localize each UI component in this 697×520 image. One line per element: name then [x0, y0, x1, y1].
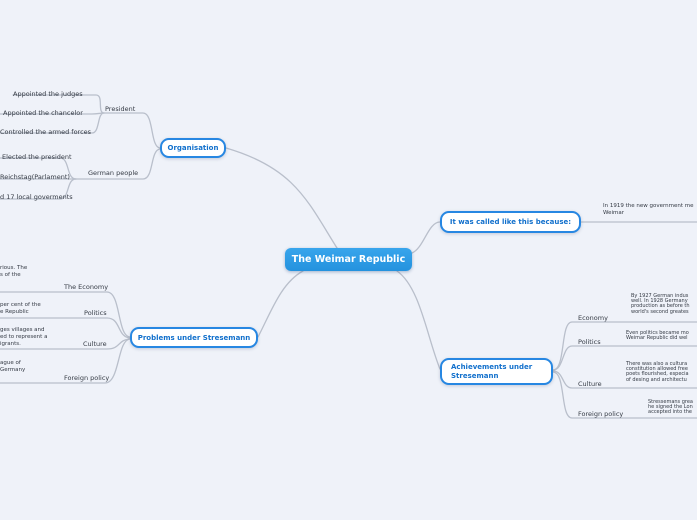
- leaf-line: ague of: [0, 360, 21, 366]
- leaf-line: Even politics became mo: [626, 330, 689, 336]
- leaf-line: ed to represent a: [0, 334, 48, 340]
- leaf-line: poets flourished, especia: [626, 371, 689, 378]
- node-label-line: Achievements under: [451, 362, 533, 371]
- leaf-appointed-judges[interactable]: Appointed the judges: [13, 90, 83, 98]
- leaf-line: of desing and architectu: [626, 376, 687, 383]
- leaf-achievements-economy[interactable]: By 1927 German indus well. In 1928 Germa…: [631, 293, 690, 315]
- organisation-node[interactable]: Organisation: [160, 138, 226, 158]
- leaf-controlled-armed-forces[interactable]: Controlled the armed forces: [0, 128, 92, 136]
- subtopic-achievements-foreign-policy[interactable]: Foreign policy: [578, 410, 624, 418]
- subtopic-problems-foreign-policy[interactable]: Foreign policy: [64, 374, 110, 382]
- subtopic-german-people[interactable]: German people: [88, 169, 139, 177]
- subtopic-problems-economy[interactable]: The Economy: [64, 283, 109, 291]
- leaf-line: constitution allowed free: [626, 366, 688, 373]
- leaf-appointed-chancelor[interactable]: Appointed the chancelor: [3, 109, 83, 117]
- leaf-line: he signed the Lon: [648, 404, 693, 411]
- leaf-line: By 1927 German indus: [631, 293, 689, 299]
- leaf-problems-economy[interactable]: rious. The s of the: [0, 265, 27, 279]
- leaf-line: s of the: [0, 272, 21, 278]
- leaf-line: production as before th: [631, 303, 690, 310]
- leaf-line: There was also a cultura: [626, 361, 688, 367]
- leaf-line: Weimar: [603, 209, 625, 216]
- leaf-achievements-culture[interactable]: There was also a cultura constitution al…: [626, 361, 689, 383]
- leaf-elected-president[interactable]: Elected the president: [2, 153, 72, 161]
- subtopic-problems-culture[interactable]: Culture: [83, 340, 107, 348]
- leaf-line: Stressemans grea: [648, 399, 693, 405]
- problems-node[interactable]: Problems under Stresemann: [130, 327, 258, 348]
- leaf-line: e Republic: [0, 309, 29, 315]
- leaf-line: world's second greates: [631, 308, 689, 315]
- node-label-line: Stresemann: [451, 371, 499, 380]
- leaf-local-goverments[interactable]: d 17 local goverments: [0, 193, 73, 201]
- leaf-problems-foreign-policy[interactable]: ague of Germany: [0, 360, 25, 374]
- leaf-problems-politics[interactable]: per cent of the e Republic: [0, 302, 41, 316]
- leaf-called-because-note[interactable]: In 1919 the new government me Weimar: [603, 203, 694, 216]
- achievements-node[interactable]: Achievements under Stresemann: [440, 358, 553, 385]
- leaf-line: ges villages and: [0, 327, 45, 333]
- subtopic-president[interactable]: President: [105, 105, 136, 113]
- leaf-line: In 1919 the new government me: [603, 203, 694, 209]
- leaf-achievements-foreign-policy[interactable]: Stressemans grea he signed the Lon accep…: [648, 399, 693, 416]
- leaf-line: well. In 1928 Germany: [631, 298, 688, 305]
- leaf-problems-culture[interactable]: ges villages and ed to represent a igran…: [0, 327, 47, 348]
- leaf-line: Weimar Republic did wel: [626, 335, 688, 342]
- leaf-line: accepted into the: [648, 409, 692, 416]
- leaf-line: igrants.: [0, 341, 21, 347]
- leaf-line: per cent of the: [0, 302, 41, 308]
- center-topic-node[interactable]: The Weimar Republic: [285, 248, 412, 271]
- subtopic-achievements-economy[interactable]: Economy: [578, 314, 608, 322]
- leaf-line: Germany: [0, 367, 26, 373]
- leaf-line: rious. The: [0, 265, 28, 271]
- called-because-node[interactable]: It was called like this because:: [440, 211, 581, 233]
- leaf-achievements-politics[interactable]: Even politics became mo Weimar Republic …: [626, 330, 689, 342]
- subtopic-achievements-politics[interactable]: Politics: [578, 338, 601, 346]
- subtopic-achievements-culture[interactable]: Culture: [578, 380, 602, 388]
- subtopic-problems-politics[interactable]: Politics: [84, 309, 107, 317]
- leaf-reichstag[interactable]: Reichstag(Parlament): [0, 173, 70, 181]
